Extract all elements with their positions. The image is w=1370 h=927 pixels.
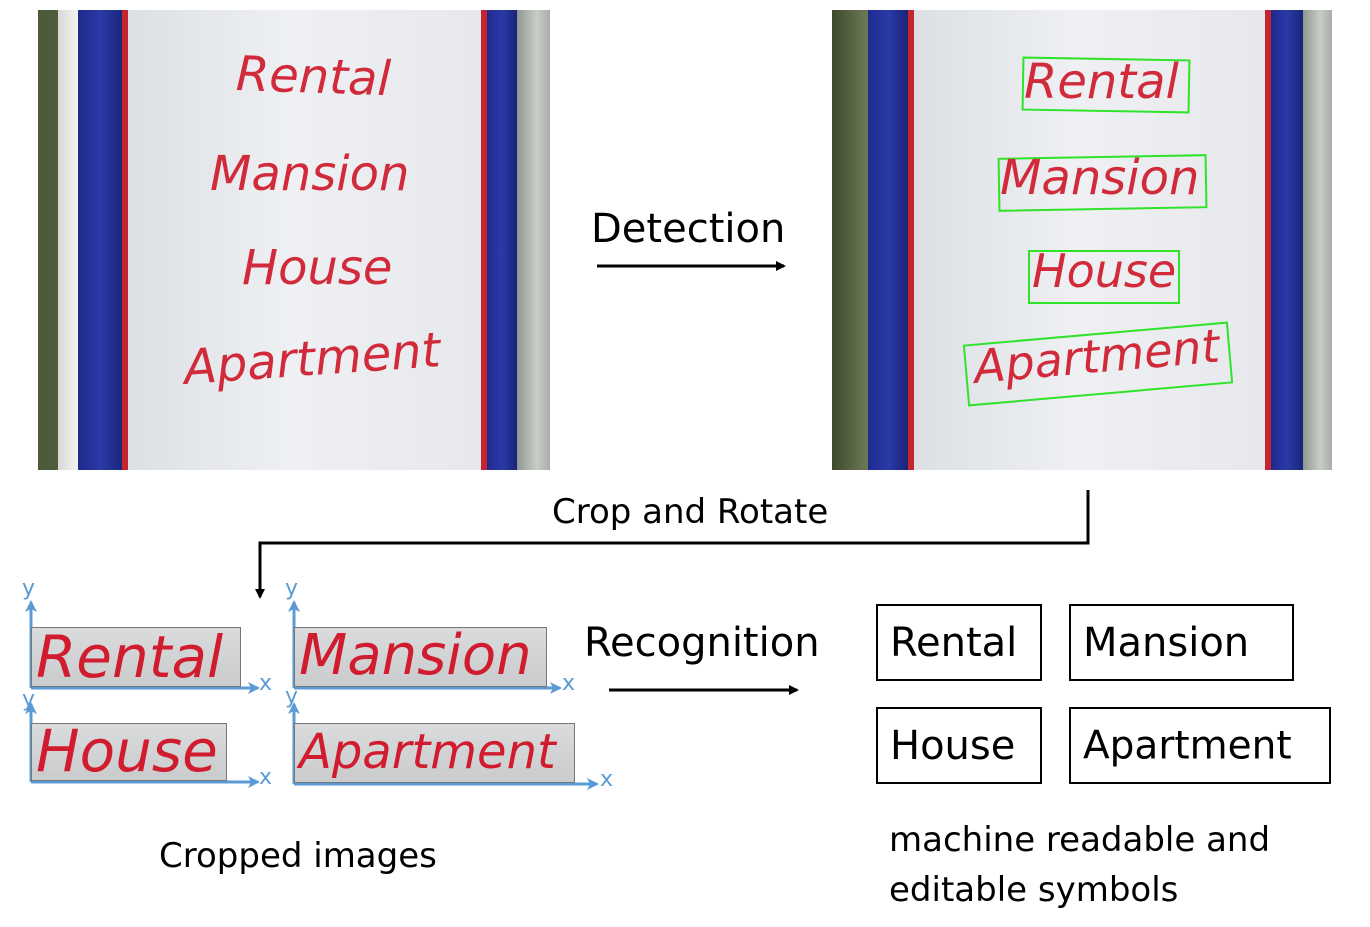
axis-y-label: y — [22, 576, 36, 601]
detected-word-rental: Rental — [1024, 54, 1179, 110]
axis-x-label: x — [259, 765, 273, 790]
axis-x-label: x — [562, 671, 576, 696]
axis-x-label: x — [259, 671, 273, 696]
cropped-image-house: House — [31, 723, 227, 781]
detected-sign-photo: Rental Mansion House Apartment — [832, 10, 1332, 470]
detected-word-mansion: Mansion — [1000, 150, 1200, 206]
cropped-images-caption: Cropped images — [159, 836, 437, 876]
cropped-image-mansion: Mansion — [294, 627, 547, 687]
crop-rotate-connector — [255, 490, 1090, 599]
results-caption-line1: machine readable and — [889, 820, 1271, 860]
results-caption-line2: editable symbols — [889, 870, 1179, 910]
detection-box-house — [1028, 250, 1180, 304]
original-sign-photo: Rental Mansion House Apartment — [38, 10, 550, 470]
axis-y-label: y — [285, 576, 299, 601]
cropped-image-rental: Rental — [31, 627, 241, 687]
cropped-image-apartment: Apartment — [294, 723, 575, 783]
axis-x-label: x — [600, 767, 614, 792]
result-box-apartment: Apartment — [1069, 707, 1331, 784]
result-box-mansion: Mansion — [1069, 604, 1294, 681]
detected-word-house: House — [1032, 244, 1177, 298]
axis-y-label: y — [22, 687, 36, 712]
detection-label: Detection — [591, 206, 786, 252]
recognition-label: Recognition — [584, 620, 820, 666]
axis-y-label: y — [285, 684, 299, 709]
sign-word-house: House — [242, 240, 393, 296]
result-box-house: House — [876, 707, 1042, 784]
result-box-rental: Rental — [876, 604, 1042, 681]
sign-word-mansion: Mansion — [210, 146, 410, 202]
crop-rotate-label: Crop and Rotate — [552, 492, 829, 532]
